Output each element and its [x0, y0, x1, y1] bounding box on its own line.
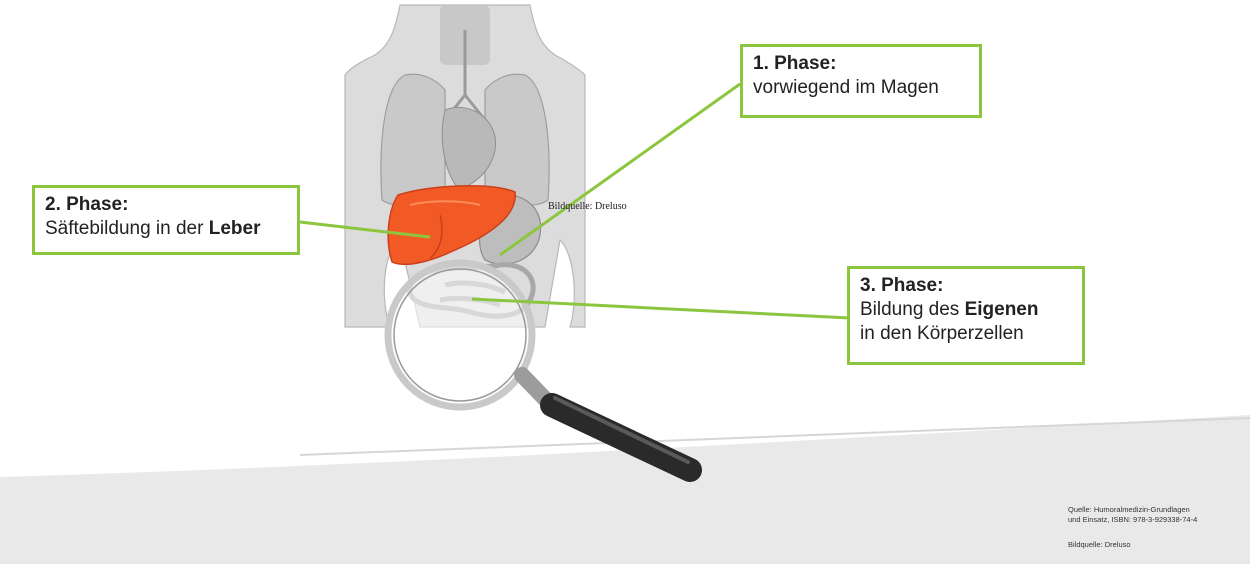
callout-phase-1: 1. Phase: vorwiegend im Magen: [740, 44, 982, 118]
callout-text: Bildung des Eigenen: [860, 298, 1072, 322]
callout-text: vorwiegend im Magen: [753, 76, 969, 100]
footer-source: Quelle: Humoralmedizin-Grundlagen und Ei…: [1068, 505, 1197, 525]
callout-text-line2: in den Körperzellen: [860, 322, 1072, 346]
callout-phase-2: 2. Phase: Säftebildung in der Leber: [32, 185, 300, 255]
callout-text-bold: Eigenen: [965, 299, 1039, 320]
footer-image-credit: Bildquelle: Dreluso: [1068, 540, 1131, 549]
callout-text-plain: Säftebildung in der: [45, 218, 209, 239]
callout-heading: 2. Phase:: [45, 193, 287, 217]
callout-heading: 1. Phase:: [753, 52, 969, 76]
callout-heading: 3. Phase:: [860, 274, 1072, 298]
image-watermark: Bildquelle: Dreluso: [548, 201, 627, 212]
callout-text: Säftebildung in der Leber: [45, 217, 287, 241]
callout-text-bold: Leber: [209, 218, 261, 239]
callout-phase-3: 3. Phase: Bildung des Eigenen in den Kör…: [847, 266, 1085, 365]
footer-source-line1: Quelle: Humoralmedizin-Grundlagen: [1068, 505, 1197, 515]
callout-text-plain: Bildung des: [860, 299, 965, 320]
footer-source-line2: und Einsatz, ISBN: 978-3-929338-74-4: [1068, 515, 1197, 525]
